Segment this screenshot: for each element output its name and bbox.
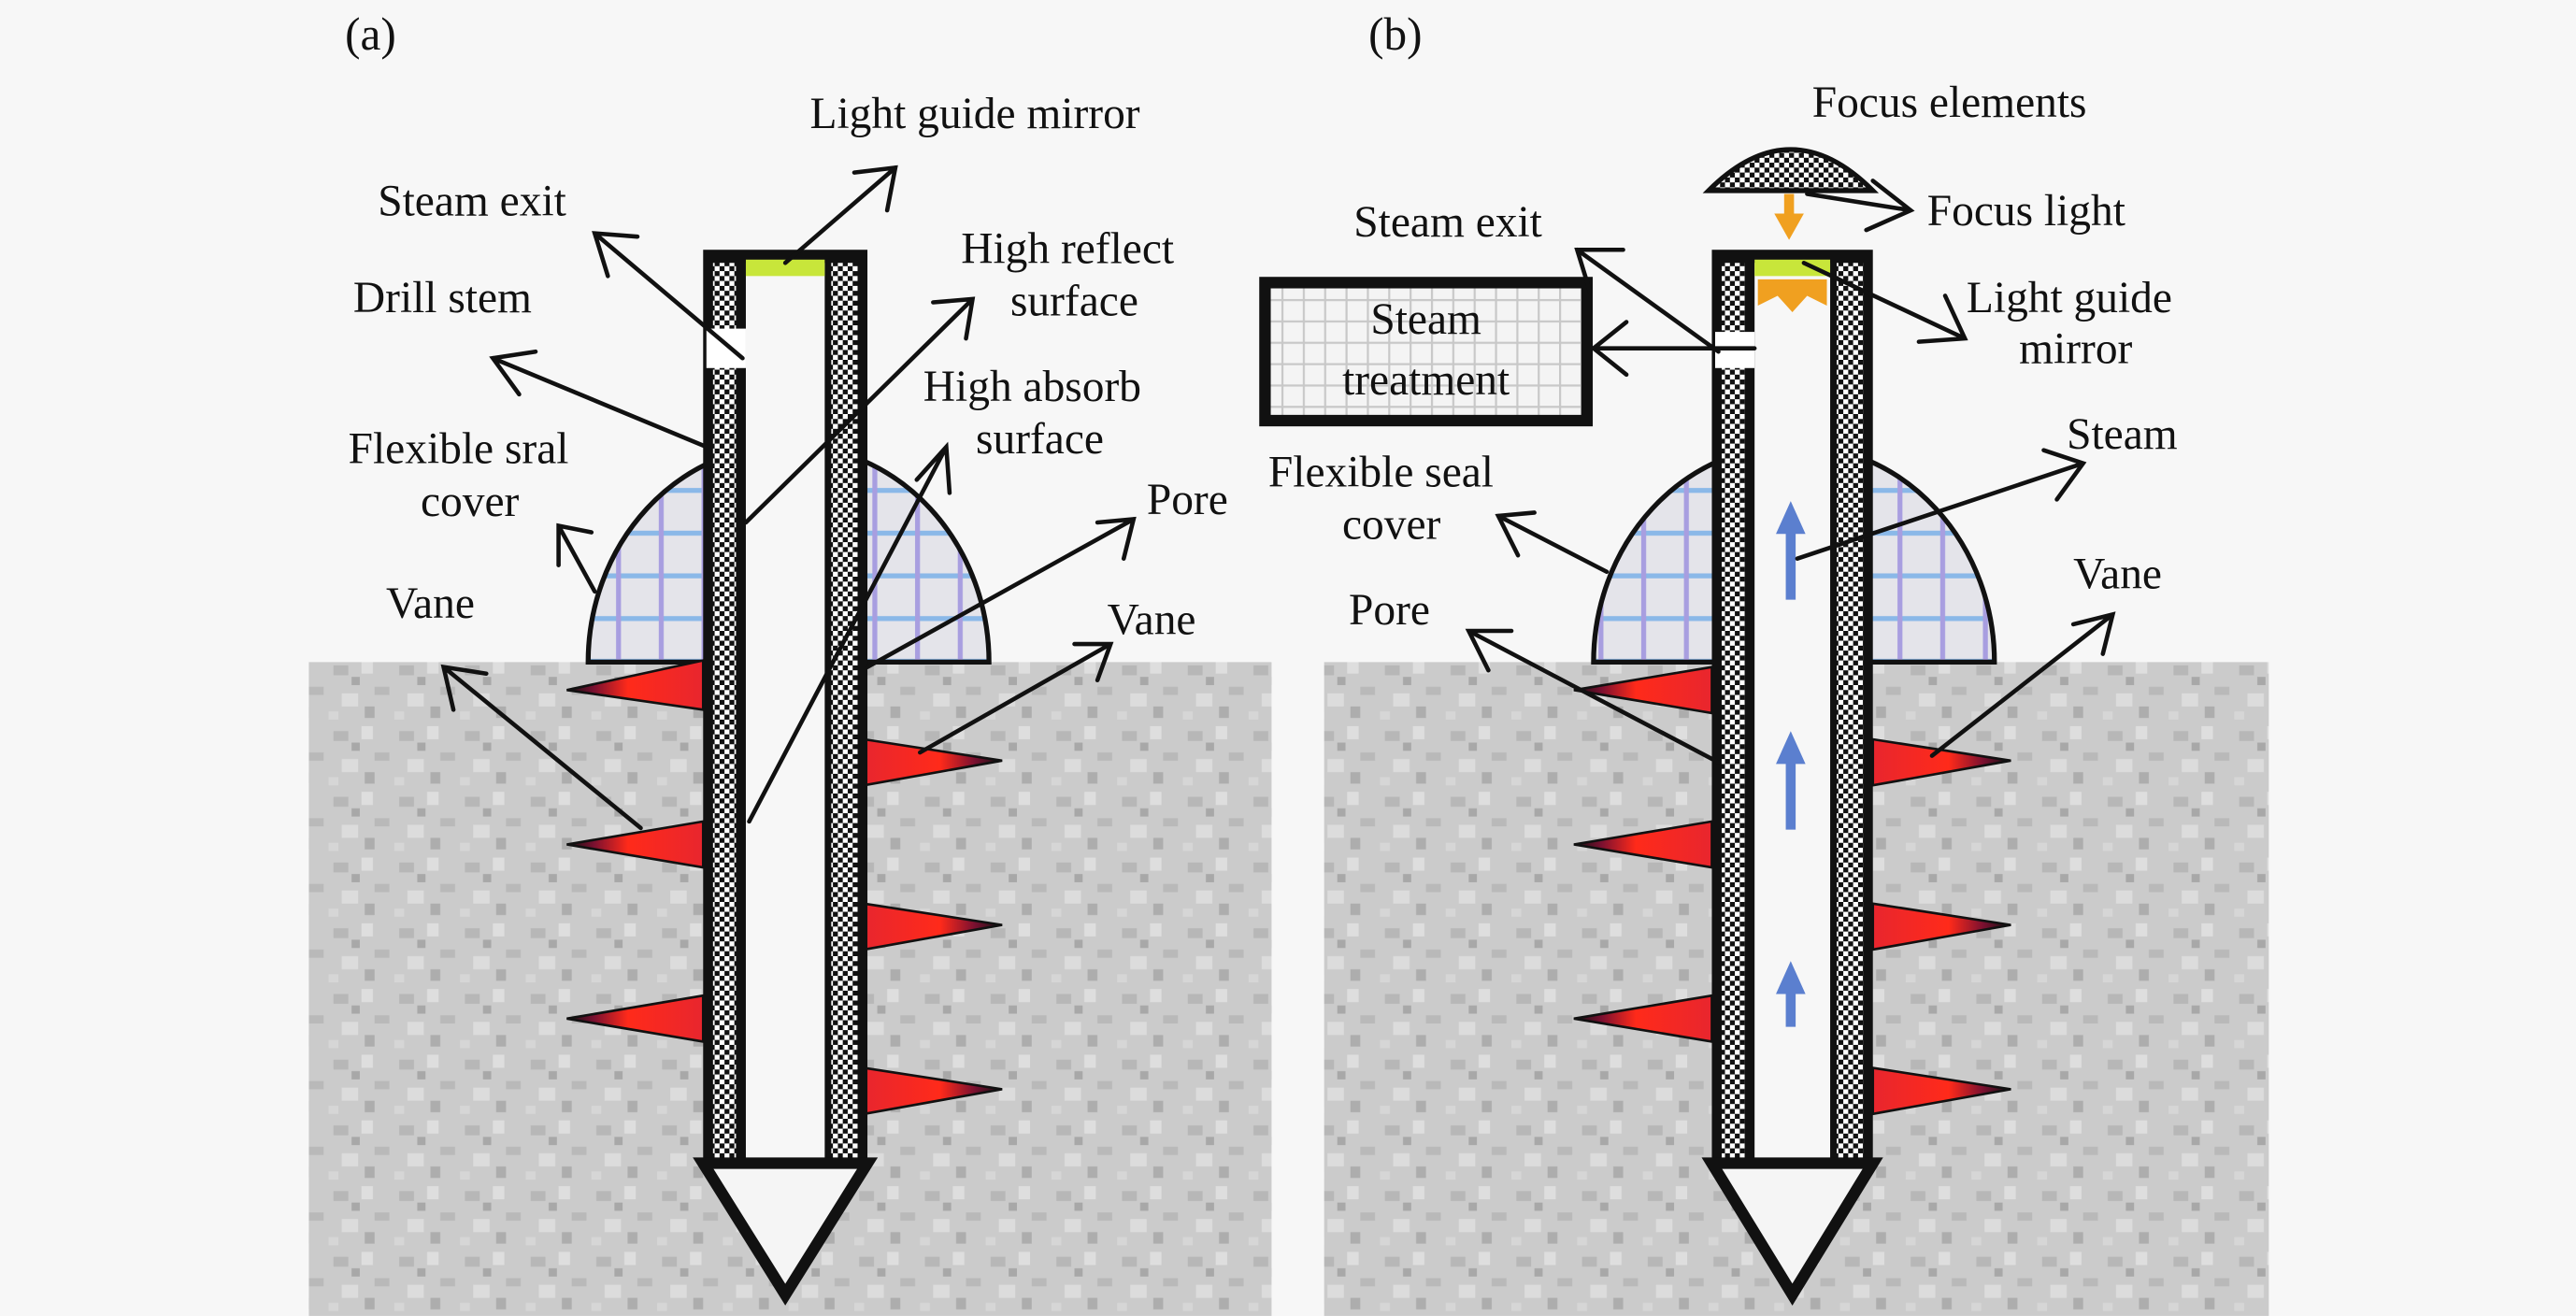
drill-tip (693, 1157, 879, 1306)
label-pore: Pore (1349, 586, 1430, 635)
label-steam: Steam (2067, 410, 2178, 459)
leader-arrows (440, 164, 1137, 831)
label-flexible-cover: Flexible sral (349, 425, 569, 474)
label-flexible-seal-cover-2: cover (1342, 501, 1441, 550)
drill-tip (1701, 1157, 1883, 1306)
panel-a: (a) (308, 8, 1272, 1316)
label-vane-left: Vane (386, 579, 475, 628)
label-high-reflect-2: surface (1010, 278, 1138, 326)
label-steam-treatment-2: treatment (1342, 356, 1510, 405)
light-guide-mirror (1754, 259, 1831, 277)
panel-b: (b) Steam treatment (1259, 8, 2269, 1316)
label-steam-exit: Steam exit (1353, 198, 1542, 247)
vane (1573, 665, 2011, 1116)
label-light-guide-mirror: Light guide mirror (810, 90, 1140, 138)
label-focus-light: Focus light (1927, 187, 2125, 236)
label-focus-elements: Focus elements (1812, 79, 2087, 127)
label-flexible-cover-2: cover (421, 478, 520, 526)
label-light-guide-2: mirror (2019, 325, 2132, 374)
label-high-absorb: High absorb (923, 363, 1141, 411)
focus-light-arrow (1774, 193, 1804, 240)
label-flexible-seal-cover: Flexible seal (1268, 448, 1494, 496)
focused-light (1757, 279, 1827, 313)
panel-a-label: (a) (345, 8, 396, 60)
label-vane: Vane (2073, 550, 2162, 598)
label-high-reflect: High reflect (961, 224, 1174, 273)
panel-b-label: (b) (1368, 8, 1422, 60)
label-steam-treatment: Steam (1370, 295, 1481, 344)
drill-stem (1701, 250, 1883, 1306)
drill-stem (693, 250, 879, 1306)
label-pore: Pore (1147, 476, 1228, 524)
label-steam-exit: Steam exit (378, 177, 566, 225)
label-high-absorb-2: surface (976, 415, 1104, 464)
focus-element (1702, 147, 1880, 240)
leader-arrows (1465, 179, 2116, 765)
steam-arrow (1776, 501, 1806, 1027)
label-drill-stem: Drill stem (353, 274, 532, 322)
light-guide-mirror (745, 259, 825, 277)
label-light-guide: Light guide (1967, 274, 2172, 322)
steam-treatment-box: Steam treatment (1259, 277, 1594, 427)
label-vane-right: Vane (1108, 596, 1196, 645)
